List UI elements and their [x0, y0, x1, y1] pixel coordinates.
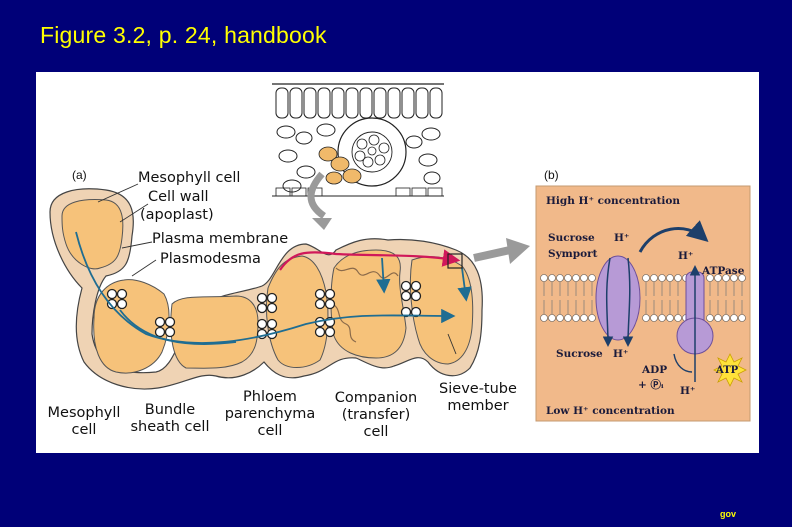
- leader-lines: [97, 183, 457, 355]
- figure-drawing: [49, 78, 751, 422]
- label-mesophyll-line1: Mesophyll: [47, 405, 121, 421]
- footer-tag: gov: [719, 509, 736, 519]
- plasmodesmata: [106, 280, 422, 340]
- panel-b-membrane: [535, 185, 751, 422]
- panel-a-tag: (a): [72, 168, 87, 182]
- label-phloem-line2: parenchyma: [224, 406, 316, 422]
- label-low-h-concentration: Low H⁺ concentration: [546, 405, 675, 417]
- label-mesophyll-line2: cell: [71, 422, 97, 438]
- label-companion-line1: Companion: [334, 390, 418, 406]
- label-phloem-line1: Phloem: [243, 389, 297, 405]
- label-sucrose-top: Sucrose: [548, 232, 595, 244]
- apoplast-flow: [279, 249, 461, 271]
- cell-chain: [49, 188, 483, 390]
- label-pi: + Ⓟᵢ: [638, 379, 664, 391]
- label-adp: ADP: [642, 364, 668, 376]
- label-atp: ATP: [716, 365, 739, 376]
- label-sieve-tube-member: Sieve-tube member: [432, 381, 524, 415]
- label-h-bottom-right: H⁺: [680, 385, 696, 397]
- label-mesophyll-cell-top: Mesophyll cell: [138, 170, 241, 186]
- label-phloem-parenchyma-cell: Phloem parenchyma cell: [220, 389, 320, 440]
- label-bundle-sheath-cell: Bundle sheath cell: [126, 402, 214, 436]
- leaf-cross-section: [272, 78, 444, 200]
- label-h-top: H⁺: [614, 232, 630, 244]
- label-cell-wall: Cell wall: [148, 189, 209, 205]
- label-atpase: ATPase: [702, 265, 745, 277]
- label-plasmodesma: Plasmodesma: [160, 251, 261, 267]
- slide-title: Figure 3.2, p. 24, handbook: [40, 22, 327, 48]
- symplast-flow: [75, 231, 472, 345]
- label-companion-line3: cell: [363, 424, 389, 440]
- label-companion-line2: (transfer): [341, 407, 411, 423]
- label-sieve-line2: member: [447, 398, 509, 414]
- zoom-arrow-b: [473, 246, 511, 262]
- label-bundle-line1: Bundle: [144, 402, 196, 418]
- label-plasma-membrane: Plasma membrane: [152, 231, 289, 247]
- label-sieve-line1: Sieve-tube: [439, 381, 517, 397]
- label-h-bottom: H⁺: [613, 348, 629, 360]
- figure-panel: (a) Mesophyll cell Cell wall (apoplast) …: [36, 72, 759, 453]
- label-bundle-line2: sheath cell: [130, 419, 210, 435]
- panel-b-tag: (b): [544, 168, 559, 182]
- label-companion-cell: Companion (transfer) cell: [328, 390, 424, 441]
- label-sucrose-bottom: Sucrose: [556, 348, 603, 360]
- label-apoplast: (apoplast): [140, 207, 214, 223]
- zoom-box: [447, 253, 463, 269]
- zoom-arrow-a: [307, 171, 327, 219]
- label-mesophyll-cell-bottom: Mesophyll cell: [42, 405, 126, 439]
- label-h-right: H⁺: [678, 250, 694, 262]
- label-phloem-line3: cell: [257, 423, 283, 439]
- label-high-h-concentration: High H⁺ concentration: [546, 195, 681, 207]
- label-symport: Symport: [548, 248, 598, 260]
